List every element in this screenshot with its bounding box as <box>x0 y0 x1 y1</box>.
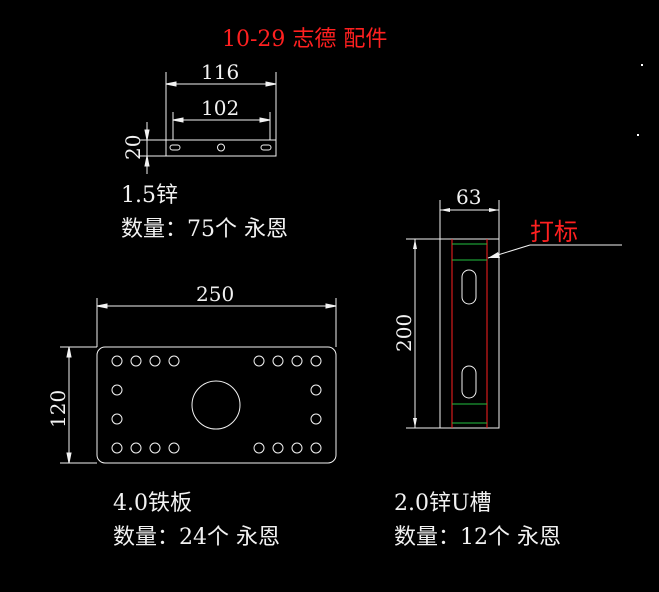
drawing-title: 10-29 志德 配件 <box>222 27 387 52</box>
part-b-quantity: 数量：24个 永恩 <box>113 525 280 550</box>
part-c-dim-height: 200 <box>392 314 416 352</box>
corner-dot-2 <box>637 134 639 136</box>
part-b-name: 4.0铁板 <box>113 491 192 516</box>
part-c-dim-width: 63 <box>456 185 481 209</box>
part-a-name: 1.5锌 <box>121 183 178 208</box>
part-a-quantity: 数量：75个 永恩 <box>121 217 288 242</box>
part-c-drawing <box>406 200 622 429</box>
part-b-drawing <box>60 298 337 464</box>
part-c-name: 2.0锌U槽 <box>394 491 492 516</box>
corner-dot-1 <box>641 64 643 66</box>
part-b-dim-width: 250 <box>196 282 234 306</box>
part-a-drawing <box>140 72 277 174</box>
part-a-dim-height: 20 <box>121 135 145 160</box>
part-c-marking-note: 打标 <box>530 218 578 246</box>
part-b-dim-height: 120 <box>46 390 70 428</box>
part-a-dim-inner: 102 <box>201 96 239 120</box>
part-a-dim-overall: 116 <box>201 60 239 84</box>
part-c-quantity: 数量：12个 永恩 <box>394 525 561 550</box>
